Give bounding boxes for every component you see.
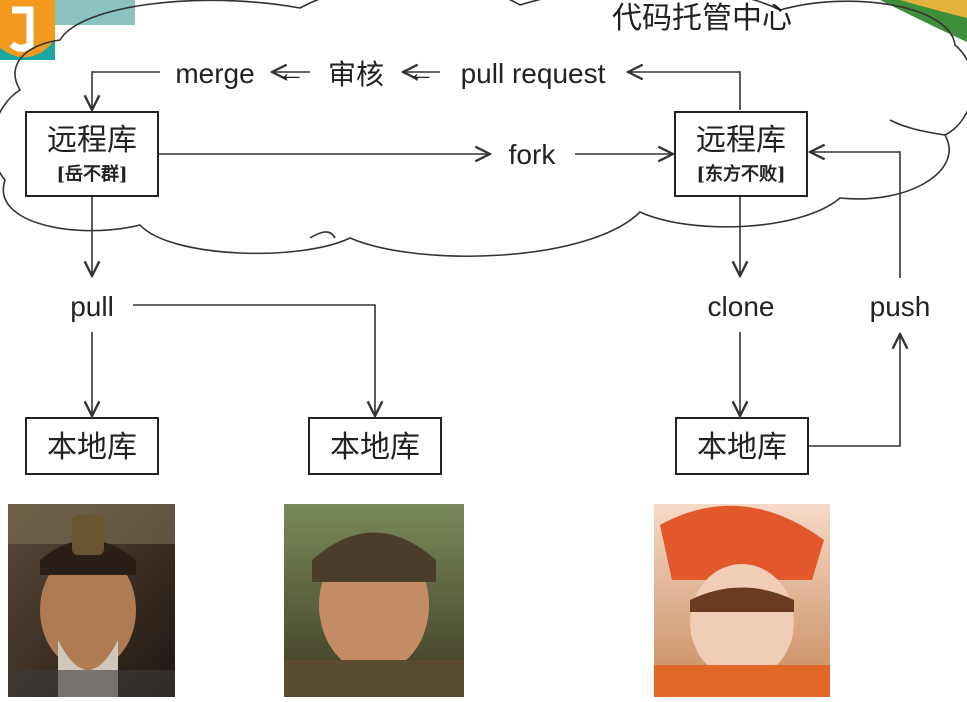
remote-repo-left: 远程库 [岳不群] <box>25 111 159 197</box>
pull-label: pull <box>70 291 114 322</box>
portrait-middle <box>284 504 464 697</box>
push-label: push <box>870 291 931 322</box>
flow-connectors <box>92 72 900 447</box>
merge-arrow-glyph: ← <box>277 57 305 88</box>
review-label: 审核 <box>328 59 384 90</box>
local-repo-2-title: 本地库 <box>330 430 420 465</box>
portrait-right <box>654 504 830 697</box>
local-repo-3-title: 本地库 <box>697 430 787 465</box>
fork-label: fork <box>509 139 557 170</box>
remote-repo-left-title: 远程库 <box>47 123 137 158</box>
merge-label: merge <box>175 58 254 89</box>
portrait-left <box>8 504 175 697</box>
hosting-cloud <box>0 0 967 257</box>
remote-repo-right-owner: [东方不败] <box>696 163 785 185</box>
remote-repo-left-owner: [岳不群] <box>56 163 127 185</box>
local-repo-2: 本地库 <box>308 417 442 475</box>
local-repo-1: 本地库 <box>25 417 159 475</box>
remote-repo-right-title: 远程库 <box>696 123 786 158</box>
corner-logo-icon <box>0 0 135 60</box>
local-repo-1-title: 本地库 <box>47 430 137 465</box>
local-repo-3: 本地库 <box>675 417 809 475</box>
clone-label: clone <box>708 291 775 322</box>
cloud-title: 代码托管中心 <box>612 1 792 36</box>
corner-decoration-icon <box>880 0 967 42</box>
remote-repo-right: 远程库 [东方不败] <box>674 111 808 197</box>
review-arrow-glyph: ← <box>407 57 435 88</box>
pull-request-label: pull request <box>461 58 606 89</box>
